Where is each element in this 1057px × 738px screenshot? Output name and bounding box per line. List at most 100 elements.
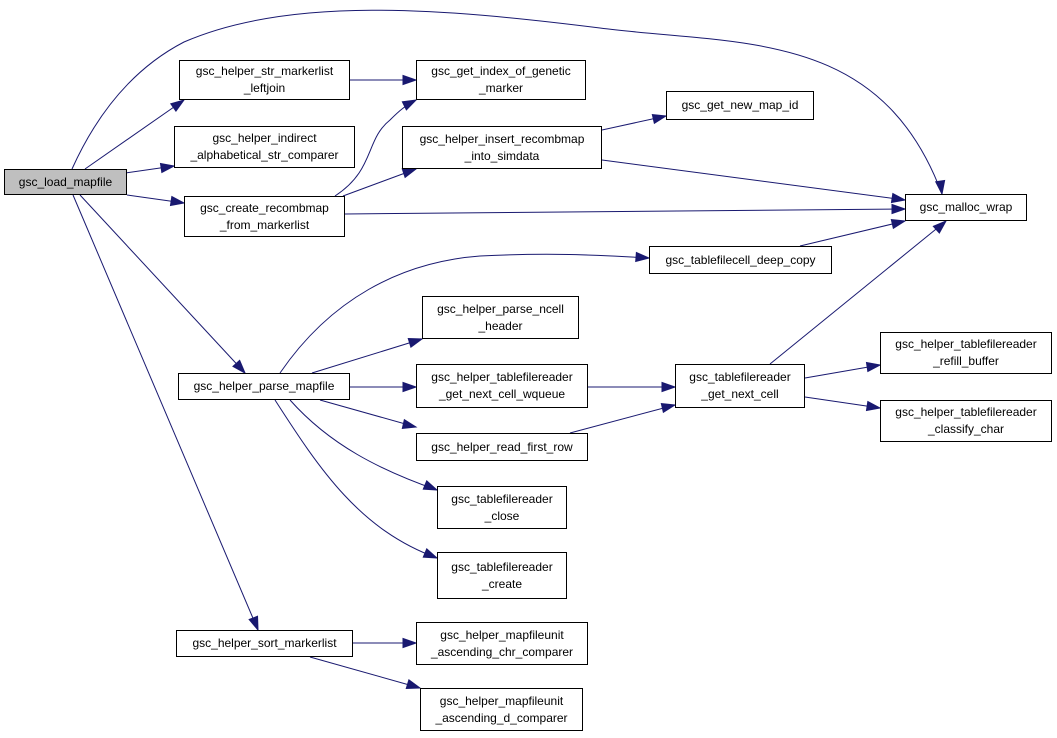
edge-arrowhead [660, 402, 677, 414]
edge-parse-mapfile-to-tablefilereader-close [289, 399, 439, 491]
edge-load-mapfile-to-indirect-alphabetical-str-comparer [124, 162, 176, 174]
edge-arrowhead [169, 195, 186, 207]
node-label-line: gsc_helper_mapfileunit [439, 693, 564, 708]
node-insert-recombmap-into-simdata[interactable]: gsc_helper_insert_recombmap _into_simdata [402, 126, 602, 169]
edge-tablefilereader-get-next-cell-wqueue-to-tablefilereader-get-next-cell [588, 381, 677, 393]
edge-arrowhead [865, 361, 882, 373]
edge-tablefilereader-get-next-cell-to-tablefilereader-refill-buffer [804, 361, 882, 379]
node-label-line: gsc_helper_indirect [212, 131, 317, 145]
node-create-recombmap-from-markerlist[interactable]: gsc_create_recombmap _from_markerlist [184, 196, 345, 237]
node-sort-markerlist[interactable]: gsc_helper_sort_markerlist [176, 630, 353, 657]
node-parse-ncell-header[interactable]: gsc_helper_parse_ncell _header [422, 296, 579, 339]
edge-arrowhead [934, 179, 946, 196]
edge-arrowhead [159, 162, 176, 174]
node-label-line: _refill_buffer [933, 354, 999, 368]
node-label-line: gsc_tablefilereader [689, 370, 791, 384]
node-tablefilereader-classify-char[interactable]: gsc_helper_tablefilereader_classify_char [880, 400, 1052, 442]
node-tablefilereader-get-next-cell-wqueue[interactable]: gsc_helper_tablefilereader _get_next_cell… [416, 364, 588, 408]
node-mapfileunit-ascending-chr-comparer[interactable]: gsc_helper_mapfileunit_ascending_chr_com… [416, 622, 588, 665]
node-label-line: gsc_helper_sort_markerlist [192, 636, 337, 650]
node-label-line: gsc_helper_parse_mapfile [193, 379, 335, 393]
edge-arrowhead [661, 381, 677, 393]
edge-sort-markerlist-to-mapfileunit-ascending-d-comparer [309, 656, 422, 690]
edge-arrowhead [169, 99, 186, 113]
node-label-line: gsc_get_index_of_genetic [431, 64, 571, 78]
node-label-line: gsc_helper_tablefilereader [431, 370, 573, 384]
node-indirect-alphabetical-str-comparer[interactable]: gsc_helper_indirect_alphabetical_str_com… [174, 126, 355, 168]
node-tablefilereader-get-next-cell[interactable]: gsc_tablefilereader _get_next_cell [675, 364, 805, 408]
edge-parse-mapfile-to-read-first-row [319, 399, 418, 430]
node-get-index-of-genetic-marker[interactable]: gsc_get_index_of_genetic_marker [416, 60, 586, 100]
node-label-line: gsc_helper_insert_recombmap [419, 131, 585, 146]
edge-line [289, 399, 438, 491]
edge-line [569, 404, 676, 434]
edge-arrowhead [890, 192, 907, 204]
edge-load-mapfile-to-sort-markerlist [72, 194, 259, 632]
edge-arrowhead [422, 480, 439, 491]
edge-line [309, 656, 421, 689]
node-tablefilereader-create[interactable]: gsc_tablefilereader_create [437, 552, 567, 599]
edge-arrowhead [401, 418, 418, 430]
edge-insert-recombmap-into-simdata-to-malloc-wrap [601, 159, 907, 204]
node-label-line: _leftjoin [243, 81, 286, 95]
edge-arrowhead [932, 219, 948, 234]
edge-line [344, 208, 906, 215]
node-get-new-map-id[interactable]: gsc_get_new_map_id [666, 91, 814, 120]
node-label-line: _header [478, 318, 523, 333]
edge-line [601, 159, 906, 201]
edge-load-mapfile-to-create-recombmap-from-markerlist [126, 194, 186, 207]
edge-insert-recombmap-into-simdata-to-get-new-map-id [601, 113, 668, 131]
node-load-mapfile: gsc_load_mapfile [4, 169, 127, 195]
edge-load-mapfile-to-malloc-wrap [71, 9, 946, 196]
edge-line [769, 220, 947, 365]
edge-read-first-row-to-tablefilereader-get-next-cell [569, 402, 677, 434]
edge-line [319, 399, 417, 428]
node-parse-mapfile[interactable]: gsc_helper_parse_mapfile [178, 373, 350, 400]
node-label-line: gsc_helper_tablefilereader [895, 337, 1037, 351]
edge-create-recombmap-from-markerlist-to-get-index-of-genetic-marker [334, 99, 418, 197]
edge-arrowhead [651, 113, 668, 125]
edge-tablefilereader-get-next-cell-to-tablefilereader-classify-char [804, 396, 882, 412]
node-label-line: _create [481, 576, 523, 591]
node-tablefilecell-deep-copy[interactable]: gsc_tablefilecell_deep_copy [649, 246, 832, 274]
edge-line [799, 220, 906, 247]
node-label-line: _get_next_cell [701, 387, 779, 401]
edge-arrowhead [402, 74, 418, 86]
edge-arrowhead [401, 168, 418, 179]
node-label-line: gsc_helper_mapfileunit [440, 627, 564, 642]
node-read-first-row[interactable]: gsc_helper_read_first_row [416, 433, 588, 461]
edge-arrowhead [401, 99, 418, 111]
edge-parse-mapfile-to-parse-ncell-header [311, 337, 424, 374]
edge-tablefilecell-deep-copy-to-malloc-wrap [799, 218, 907, 247]
edge-arrowhead [635, 251, 651, 263]
node-label-line: _into_simdata [464, 148, 540, 163]
edge-arrowhead [402, 381, 418, 393]
edge-load-mapfile-to-parse-mapfile [79, 194, 247, 375]
edge-parse-mapfile-to-tablefilereader-get-next-cell-wqueue [350, 381, 418, 393]
edge-line [71, 9, 943, 195]
edge-parse-mapfile-to-tablefilereader-create [274, 399, 439, 559]
node-str-markerlist-leftjoin[interactable]: gsc_helper_str_markerlist_leftjoin [179, 60, 350, 100]
edge-line [274, 399, 438, 559]
edge-arrowhead [402, 637, 418, 649]
node-label-line: gsc_helper_parse_ncell [437, 301, 564, 316]
node-label-line: _from_markerlist [219, 217, 310, 232]
node-tablefilereader-refill-buffer[interactable]: gsc_helper_tablefilereader _refill_buffer [880, 332, 1052, 374]
edge-line [279, 253, 650, 374]
edge-line [72, 194, 259, 631]
node-label-line: gsc_create_recombmap [200, 200, 329, 215]
edge-arrowhead [405, 679, 422, 690]
node-label-line: _classify_char [927, 422, 1005, 436]
edge-create-recombmap-from-markerlist-to-malloc-wrap [344, 203, 907, 215]
edge-line [311, 338, 423, 374]
edge-sort-markerlist-to-mapfileunit-ascending-chr-comparer [353, 637, 418, 649]
node-tablefilereader-close[interactable]: gsc_tablefilereader_close [437, 486, 567, 529]
edge-arrowhead [248, 615, 259, 632]
edge-tablefilereader-get-next-cell-to-malloc-wrap [769, 219, 948, 365]
node-label-line: gsc_tablefilecell_deep_copy [665, 252, 816, 267]
node-malloc-wrap[interactable]: gsc_malloc_wrap [905, 194, 1027, 221]
node-label-line: _get_next_cell_wqueue [438, 387, 566, 401]
node-label-line: _close [484, 508, 520, 523]
node-mapfileunit-ascending-d-comparer[interactable]: gsc_helper_mapfileunit_ascending_d_compa… [420, 688, 583, 731]
edge-arrowhead [232, 359, 247, 375]
